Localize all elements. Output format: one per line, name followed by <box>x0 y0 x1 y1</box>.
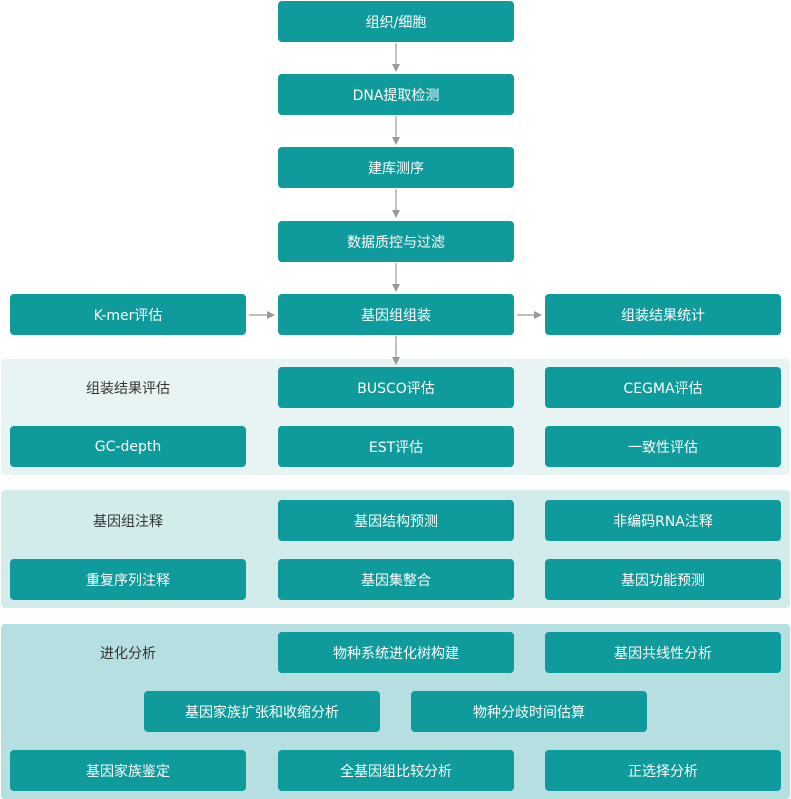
evolution-label: 进化分析 <box>100 645 156 662</box>
tissue-box: 组织/细胞 <box>278 1 514 42</box>
busco-box: BUSCO评估 <box>278 367 514 408</box>
ncrna-box: 非编码RNA注释 <box>545 500 781 541</box>
positive-selection-box: 正选择分析 <box>545 750 781 791</box>
annotation-label: 基因组注释 <box>93 513 163 530</box>
divergence-time-box: 物种分歧时间估算 <box>411 691 647 732</box>
synteny-box: 基因共线性分析 <box>545 632 781 673</box>
library-sequencing-box: 建库测序 <box>278 147 514 188</box>
gene-set-box: 基因集整合 <box>278 559 514 600</box>
cegma-box: CEGMA评估 <box>545 367 781 408</box>
genome-assembly-box: 基因组组装 <box>278 294 514 335</box>
consistency-box: 一致性评估 <box>545 426 781 467</box>
evaluation-label: 组装结果评估 <box>86 380 170 397</box>
dna-extraction-box: DNA提取检测 <box>278 74 514 115</box>
family-expansion-box: 基因家族扩张和收缩分析 <box>144 691 380 732</box>
gene-family-id-box: 基因家族鉴定 <box>10 750 246 791</box>
repeat-box: 重复序列注释 <box>10 559 246 600</box>
kmer-box: K-mer评估 <box>10 294 246 335</box>
assembly-stats-box: 组装结果统计 <box>545 294 781 335</box>
est-box: EST评估 <box>278 426 514 467</box>
gene-structure-box: 基因结构预测 <box>278 500 514 541</box>
phylogeny-box: 物种系统进化树构建 <box>278 632 514 673</box>
data-qc-box: 数据质控与过滤 <box>278 221 514 262</box>
comparative-genomics-box: 全基因组比较分析 <box>278 750 514 791</box>
gc-depth-box: GC-depth <box>10 426 246 467</box>
gene-function-box: 基因功能预测 <box>545 559 781 600</box>
